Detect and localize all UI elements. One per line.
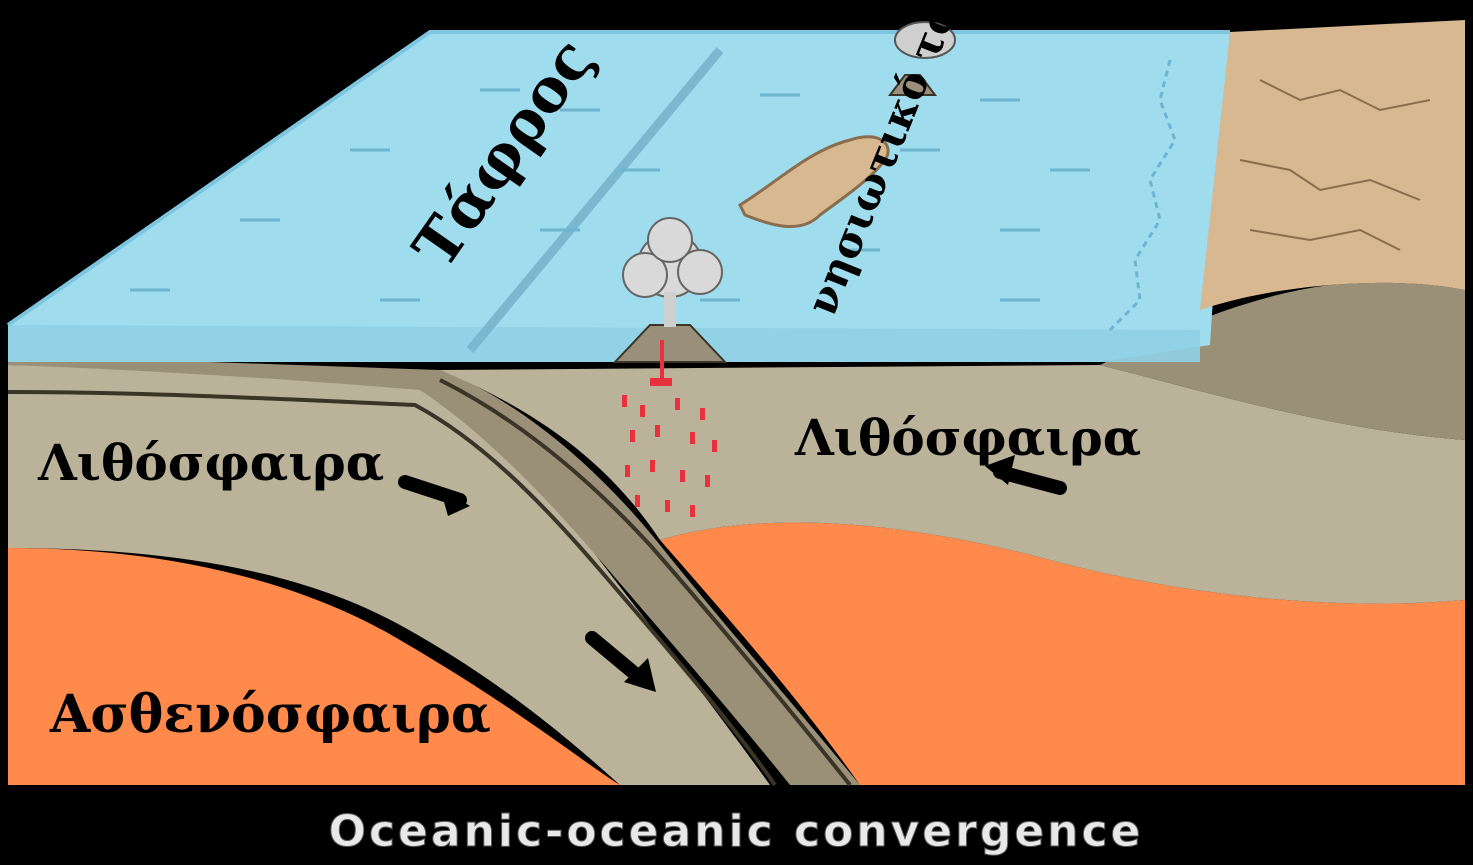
ocean-side-face [8, 325, 1200, 362]
label-lithosphere-left: Λιθόσφαιρα [37, 433, 384, 492]
label-lithosphere-right: Λιθόσφαιρα [794, 408, 1141, 467]
land-area [1200, 20, 1465, 310]
label-asthenosphere: Ασθενόσφαιρα [49, 684, 491, 745]
caption: Oceanic-oceanic convergence [329, 806, 1144, 857]
